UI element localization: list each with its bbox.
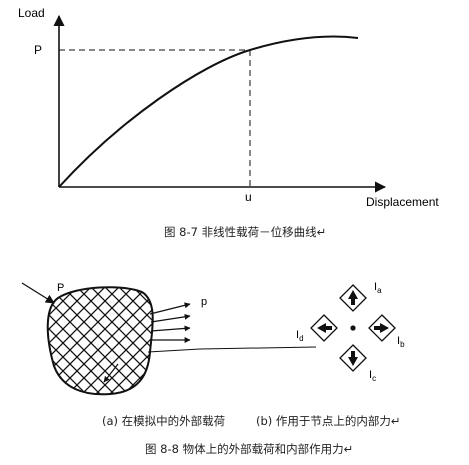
figure-8-7-caption: 图 8-7 非线性载荷－位移曲线↵ — [164, 225, 327, 239]
force-label-a: Ia — [374, 281, 382, 295]
point-load-arrow — [21, 282, 55, 304]
figure-8-8a-caption: (a) 在模拟中的外部载荷 — [102, 414, 226, 428]
p-level-label: P — [34, 43, 42, 57]
force-element-c — [339, 344, 367, 372]
interior-arrow — [103, 363, 119, 383]
force-element-d — [310, 314, 338, 342]
y-axis-label: Load — [18, 6, 45, 20]
force-label-d: Id — [296, 329, 304, 343]
body-external-loads: P p — [21, 282, 317, 396]
node-internal-forces: Ia Ib Ic Id — [296, 281, 405, 383]
distributed-load-arrows — [149, 302, 191, 343]
distributed-load-label: p — [201, 296, 207, 308]
load-displacement-chart: Load Displacement P u — [18, 6, 439, 209]
x-axis-label: Displacement — [366, 195, 439, 209]
u-point-label: u — [245, 190, 252, 204]
node-point — [350, 325, 356, 331]
body-leader-line — [147, 346, 317, 353]
force-element-a — [339, 284, 367, 312]
force-label-c: Ic — [369, 369, 376, 383]
force-element-b — [368, 314, 396, 342]
force-label-b: Ib — [397, 335, 405, 349]
figure-8-8-caption: 图 8-8 物体上的外部载荷和内部作用力↵ — [145, 442, 354, 456]
load-curve — [58, 35, 359, 188]
hatched-body — [46, 286, 154, 396]
figure-8-8b-caption: (b) 作用于节点上的内部力↵ — [256, 414, 401, 428]
point-load-label: P — [57, 282, 64, 294]
